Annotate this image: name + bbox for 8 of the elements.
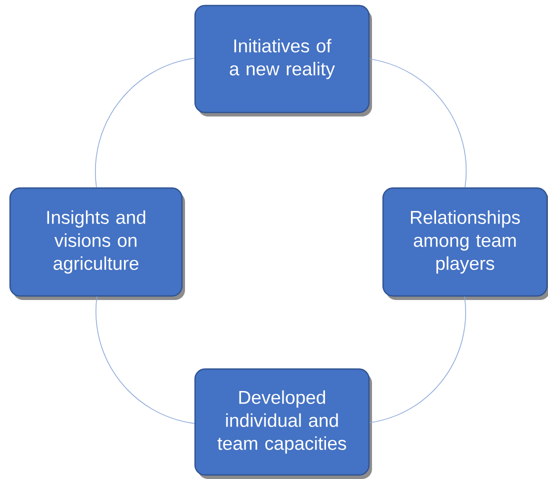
connector-arc: [94, 58, 195, 188]
process-box: Relationships among team players: [382, 187, 548, 300]
connector-arc: [369, 296, 466, 424]
connector-arc: [96, 296, 195, 424]
process-box: Developed individual and team capacities: [194, 368, 372, 479]
process-box: Insights and visions on agriculture: [9, 187, 185, 300]
connector-arc: [369, 58, 467, 188]
process-box: Initiatives of a new reality: [194, 4, 372, 116]
